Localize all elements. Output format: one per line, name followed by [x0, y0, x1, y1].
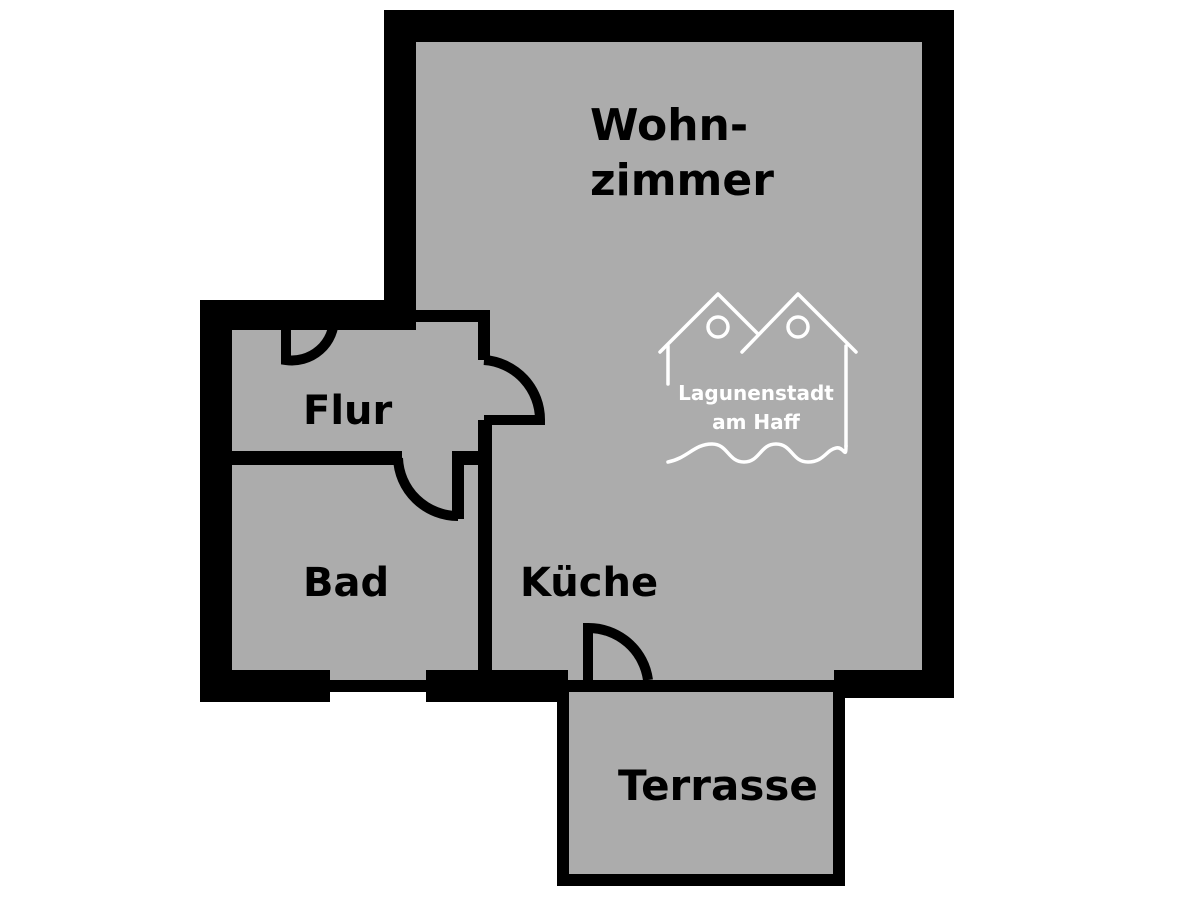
wall-flur-bad	[226, 451, 402, 465]
house-right-window-icon	[786, 315, 810, 339]
wall-bottom-left	[200, 670, 330, 702]
floor-flur-bad	[216, 316, 492, 686]
label-terrasse: Terrasse	[618, 761, 818, 810]
wall-left	[200, 300, 232, 702]
wall-top	[384, 10, 954, 42]
house-left-roof-icon	[658, 292, 760, 354]
wall-bottom-right	[834, 670, 954, 698]
logo-text-line1: Lagunenstadt	[678, 381, 834, 405]
two-houses-waves-icon	[658, 292, 858, 464]
door-flur-kueche	[483, 355, 546, 425]
wall-flur-inner-top	[340, 310, 490, 322]
floor-terrasse	[565, 688, 837, 878]
wall-right	[922, 10, 954, 698]
logo-text-line2: am Haff	[712, 410, 801, 434]
label-kueche: Küche	[520, 560, 658, 606]
doors	[281, 317, 653, 681]
label-wohnzimmer-line1: Wohn-	[590, 100, 748, 151]
door-bad	[393, 457, 459, 521]
label-flur: Flur	[303, 388, 393, 434]
outer-walls	[200, 10, 954, 702]
wall-bad-bottom-thin	[330, 680, 426, 692]
house-left-window-icon	[706, 315, 730, 339]
terrasse-outline	[557, 680, 845, 886]
waves-icon	[666, 442, 848, 464]
door-entrance	[281, 317, 340, 366]
wall-flur-right-lower	[478, 420, 492, 682]
wall-door-jamb	[452, 451, 464, 519]
label-bad: Bad	[303, 560, 389, 606]
wall-flur-right-upper	[478, 310, 490, 360]
wall-left-upper	[384, 10, 416, 330]
door-terrasse	[583, 622, 653, 681]
label-wohnzimmer-line2: zimmer	[590, 155, 774, 206]
wall-bottom-mid	[426, 670, 568, 702]
house-right-roof-icon	[740, 292, 858, 354]
